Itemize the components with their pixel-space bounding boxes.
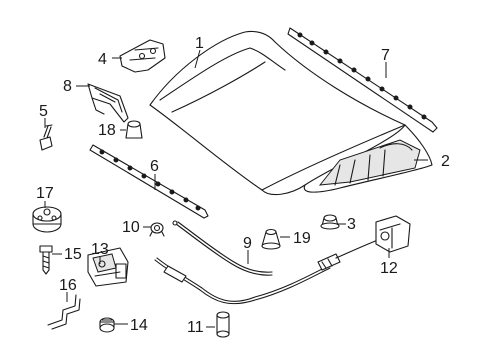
callout-3: 3	[347, 216, 356, 233]
callout-14: 14	[130, 317, 148, 334]
callout-12: 12	[380, 260, 398, 277]
bumper-3	[320, 214, 340, 230]
callout-2: 2	[441, 153, 450, 170]
hinge-bracket	[87, 83, 129, 123]
callout-7: 7	[381, 47, 390, 64]
callout-5: 5	[39, 103, 48, 120]
callout-13: 13	[91, 241, 109, 258]
callout-10: 10	[122, 219, 140, 236]
bumper-stop-18	[125, 120, 143, 139]
hood-panel	[149, 30, 433, 196]
cable-mount-17	[32, 206, 62, 233]
release-cable-12	[154, 215, 411, 305]
leader-lines	[44, 49, 428, 328]
hood-latch-13	[87, 247, 129, 287]
screw-15	[39, 245, 53, 275]
hood-seal-upper	[287, 27, 438, 133]
callout-9: 9	[243, 235, 252, 252]
callout-17: 17	[36, 185, 54, 202]
callout-19: 19	[293, 230, 311, 247]
callout-18: 18	[98, 122, 116, 139]
rod-clip-16	[47, 294, 81, 330]
hood-hinge	[119, 39, 166, 73]
bolt-5	[39, 124, 53, 151]
callout-6: 6	[150, 158, 159, 175]
callout-16: 16	[59, 277, 77, 294]
callout-4: 4	[98, 51, 107, 68]
bumper-19	[261, 228, 281, 250]
release-cable-9	[172, 220, 273, 276]
bolt-14	[99, 317, 115, 333]
cap-11	[216, 311, 230, 338]
callout-11: 11	[187, 319, 204, 336]
hood-seal-lower	[89, 144, 209, 219]
callout-8: 8	[63, 78, 72, 95]
callout-15: 15	[64, 246, 82, 263]
clip-10	[149, 222, 165, 237]
callout-1: 1	[195, 35, 204, 52]
